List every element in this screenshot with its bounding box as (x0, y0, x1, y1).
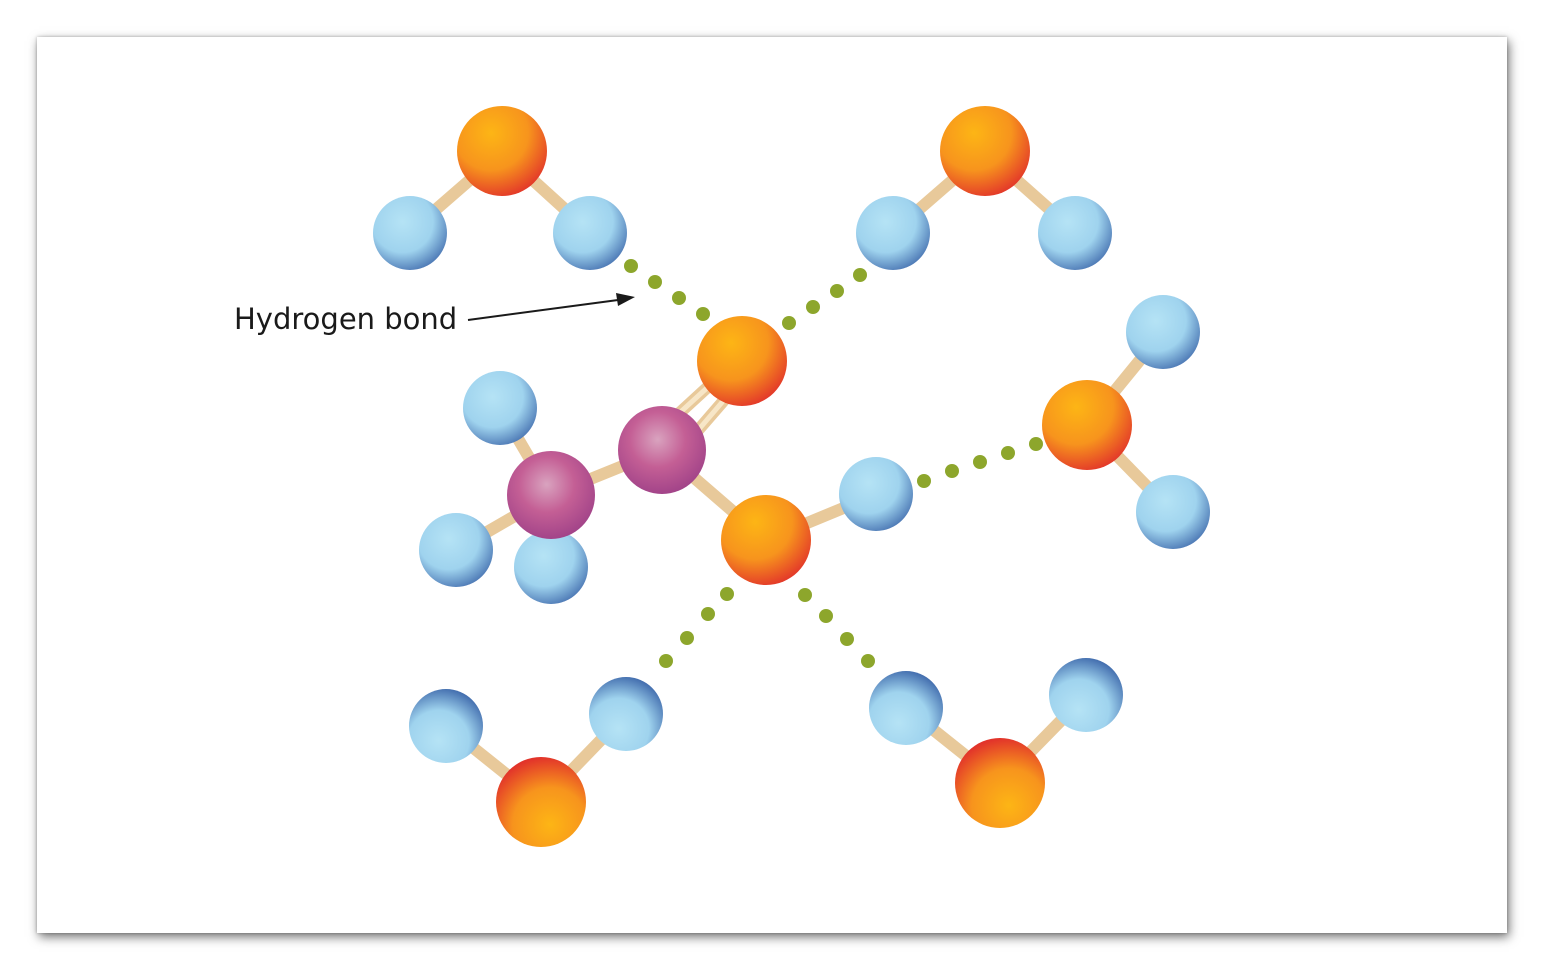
hydrogen-atom (856, 196, 930, 270)
oxygen-atom (457, 106, 547, 196)
hydrogen-atom (1136, 475, 1210, 549)
oxygen-atoms (457, 106, 1132, 847)
hydrogen-atom (869, 671, 943, 745)
oxygen-atom (697, 316, 787, 406)
hydrogen-bond-label: Hydrogen bond (234, 302, 457, 336)
hydrogen-atom (553, 196, 627, 270)
carbon-atoms (507, 406, 706, 539)
hydrogen-atom (589, 677, 663, 751)
hydrogen-atom (409, 689, 483, 763)
hydrogen-atom (1126, 295, 1200, 369)
figure-frame: Hydrogen bond (37, 37, 1507, 933)
hydrogen-atom (1038, 196, 1112, 270)
carbon-atom (507, 451, 595, 539)
hydrogen-atom (1049, 658, 1123, 732)
callout-arrowhead-icon (616, 293, 635, 306)
carbon-atom (618, 406, 706, 494)
hydrogen-atom (463, 371, 537, 445)
hydrogen-atom (514, 530, 588, 604)
hydrogen-atom (839, 457, 913, 531)
oxygen-atom (955, 738, 1045, 828)
oxygen-atom (721, 495, 811, 585)
callout-arrow-line (467, 299, 619, 321)
hydrogen-atom (419, 513, 493, 587)
hydrogen-bonds (624, 259, 1043, 668)
hydrogen-atoms (373, 196, 1210, 763)
oxygen-atom (1042, 380, 1132, 470)
hydrogen-bond-callout: Hydrogen bond (234, 293, 635, 336)
oxygen-atom (496, 757, 586, 847)
oxygen-atom (940, 106, 1030, 196)
hydrogen-atom (373, 196, 447, 270)
